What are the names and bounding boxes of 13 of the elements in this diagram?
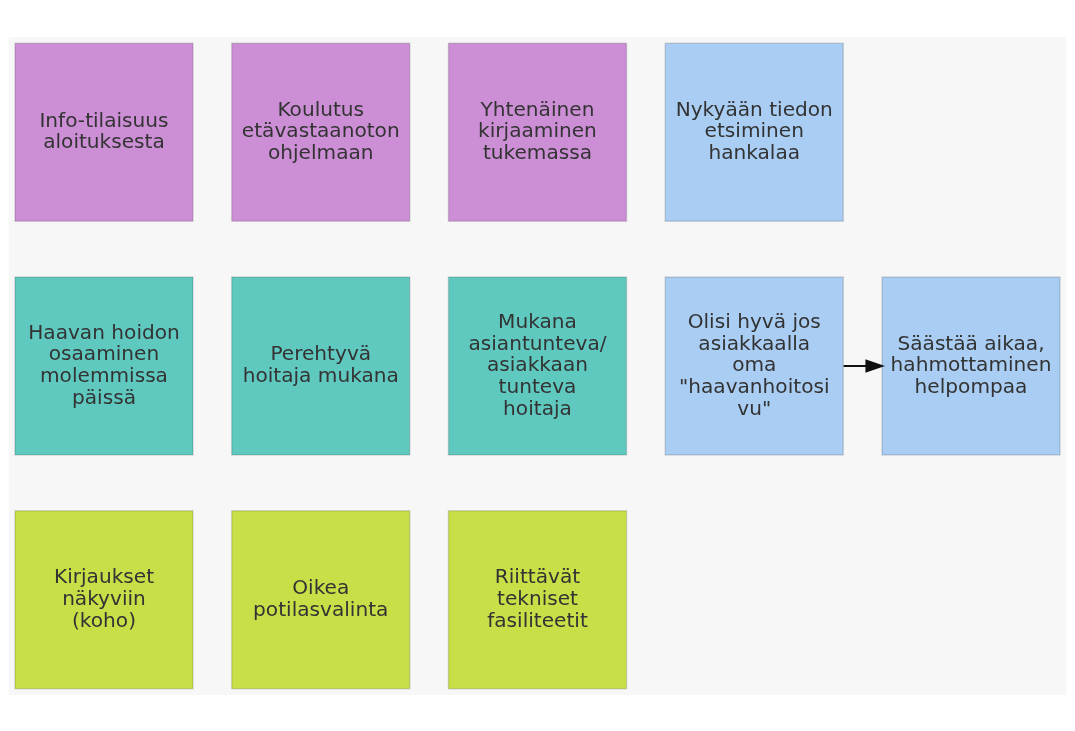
node-box: Yhtenäinen kirjaaminen tukemassa [447, 41, 628, 222]
node-box: Nykyään tiedon etsiminen hankalaa [664, 41, 845, 222]
node-box: Mukana asiantunteva/ asiakkaan tunteva hoitaja [447, 275, 628, 456]
node-box: Koulutus etävastaanoton ohjelmaan [230, 41, 411, 222]
node-box: Haavan hoidon osaaminen molemmissa päissä [14, 275, 194, 456]
arrow [843, 358, 885, 373]
node-box: Info-tilaisuus aloituksesta [14, 41, 194, 222]
node-box: Olisi hyvä jos asiakkaalla oma "haavanhoitosi vu" [664, 275, 845, 456]
node-box: Riittävät tekniset fasiliteetit [447, 509, 628, 690]
node-box: Perehtyvä hoitaja mukana [230, 275, 411, 456]
node-box: Oikea potilasvalinta [230, 509, 411, 690]
node-box: Kirjaukset näkyviin (koho) [14, 509, 194, 690]
node-box: Säästää aikaa, hahmottaminen helpompaa [881, 275, 1061, 456]
